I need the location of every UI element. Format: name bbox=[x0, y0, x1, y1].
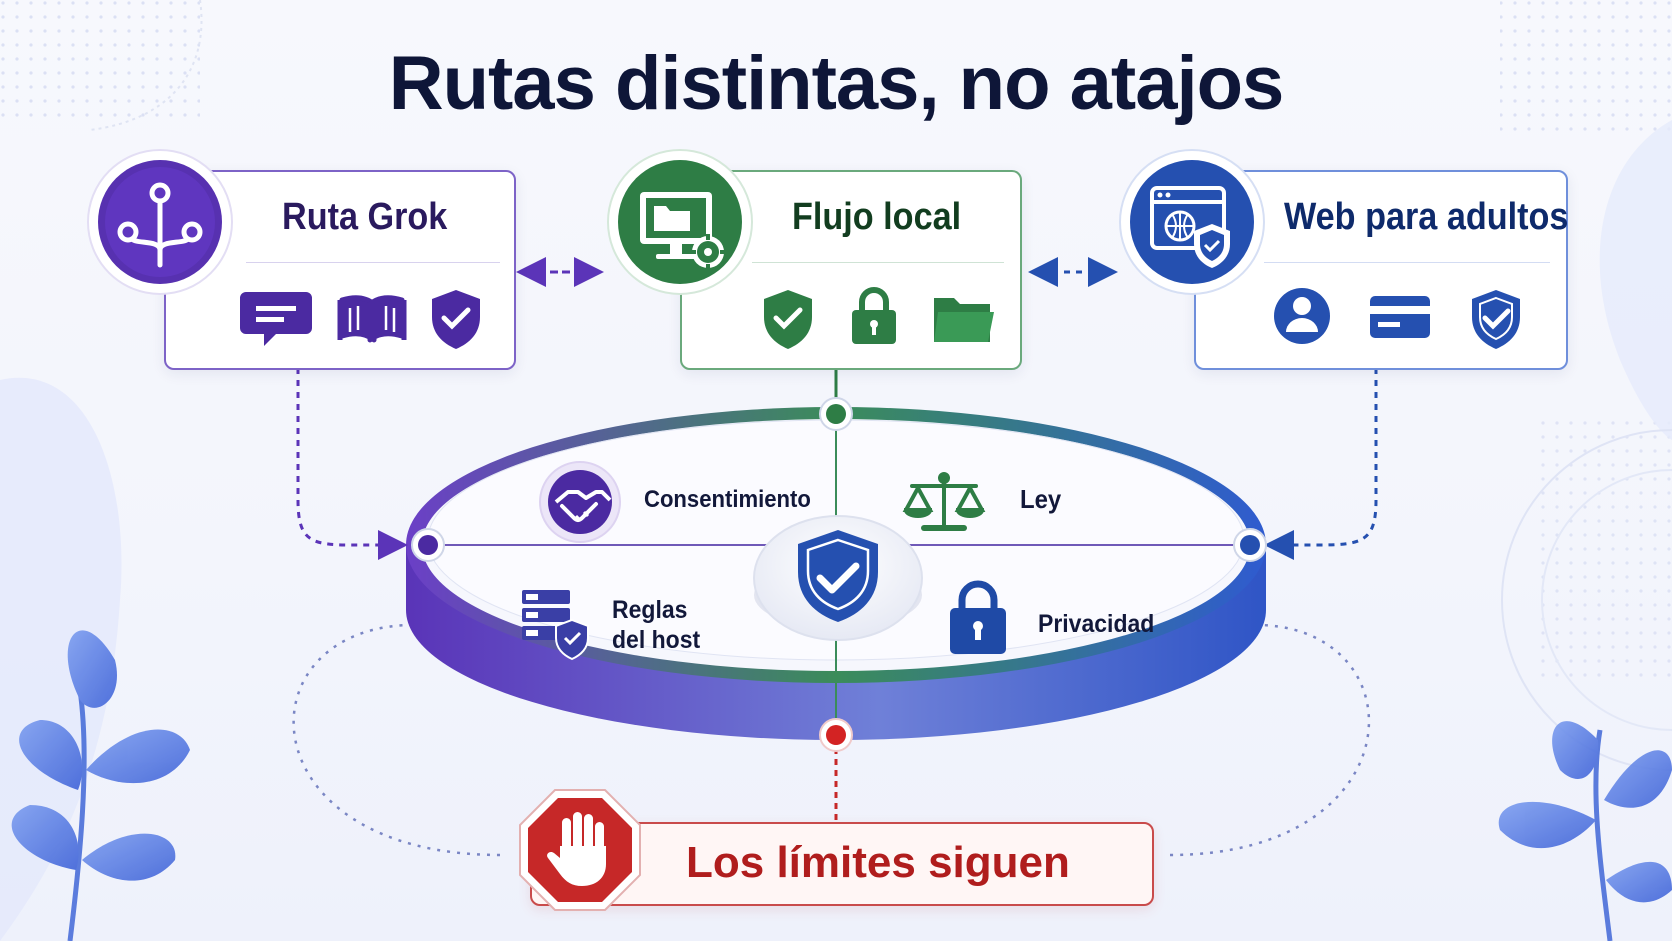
user-icon bbox=[1274, 288, 1330, 344]
card-divider bbox=[752, 262, 1004, 263]
center-label-law: Ley bbox=[1020, 484, 1062, 514]
shield-check-icon bbox=[432, 290, 480, 349]
shield-check-icon bbox=[764, 290, 812, 349]
shield-check-icon bbox=[798, 530, 878, 622]
chat-icon bbox=[240, 292, 312, 346]
branch-icon bbox=[87, 149, 233, 295]
route-label-adult-web: Web para adultos bbox=[1284, 196, 1569, 238]
browser-globe-shield-icon bbox=[1119, 149, 1265, 295]
center-label-host-rules-2: del host bbox=[612, 626, 701, 654]
scales-icon bbox=[902, 472, 986, 531]
card-icon bbox=[1370, 296, 1430, 338]
center-label-privacy: Privacidad bbox=[1038, 610, 1155, 638]
handshake-icon bbox=[539, 461, 621, 543]
server-shield-icon bbox=[522, 590, 589, 661]
center-label-consent: Consentimiento bbox=[644, 486, 811, 513]
card-divider bbox=[1264, 262, 1550, 263]
route-label-local: Flujo local bbox=[792, 196, 962, 238]
page-title: Rutas distintas, no atajos bbox=[388, 41, 1285, 126]
folder-icon bbox=[934, 298, 994, 342]
center-label-host-rules-1: Reglas bbox=[612, 596, 688, 624]
limits-label: Los límites siguen bbox=[686, 838, 1070, 887]
route-label-grok: Ruta Grok bbox=[282, 196, 448, 238]
lock-icon bbox=[950, 580, 1006, 654]
lock-icon bbox=[852, 287, 896, 344]
monitor-folder-gear-icon bbox=[607, 149, 753, 295]
shield-check-icon bbox=[1472, 290, 1520, 349]
book-icon bbox=[337, 295, 407, 343]
leaf-decoration-right bbox=[1498, 721, 1672, 941]
leaf-decoration-left bbox=[11, 630, 190, 941]
card-divider bbox=[246, 262, 500, 263]
